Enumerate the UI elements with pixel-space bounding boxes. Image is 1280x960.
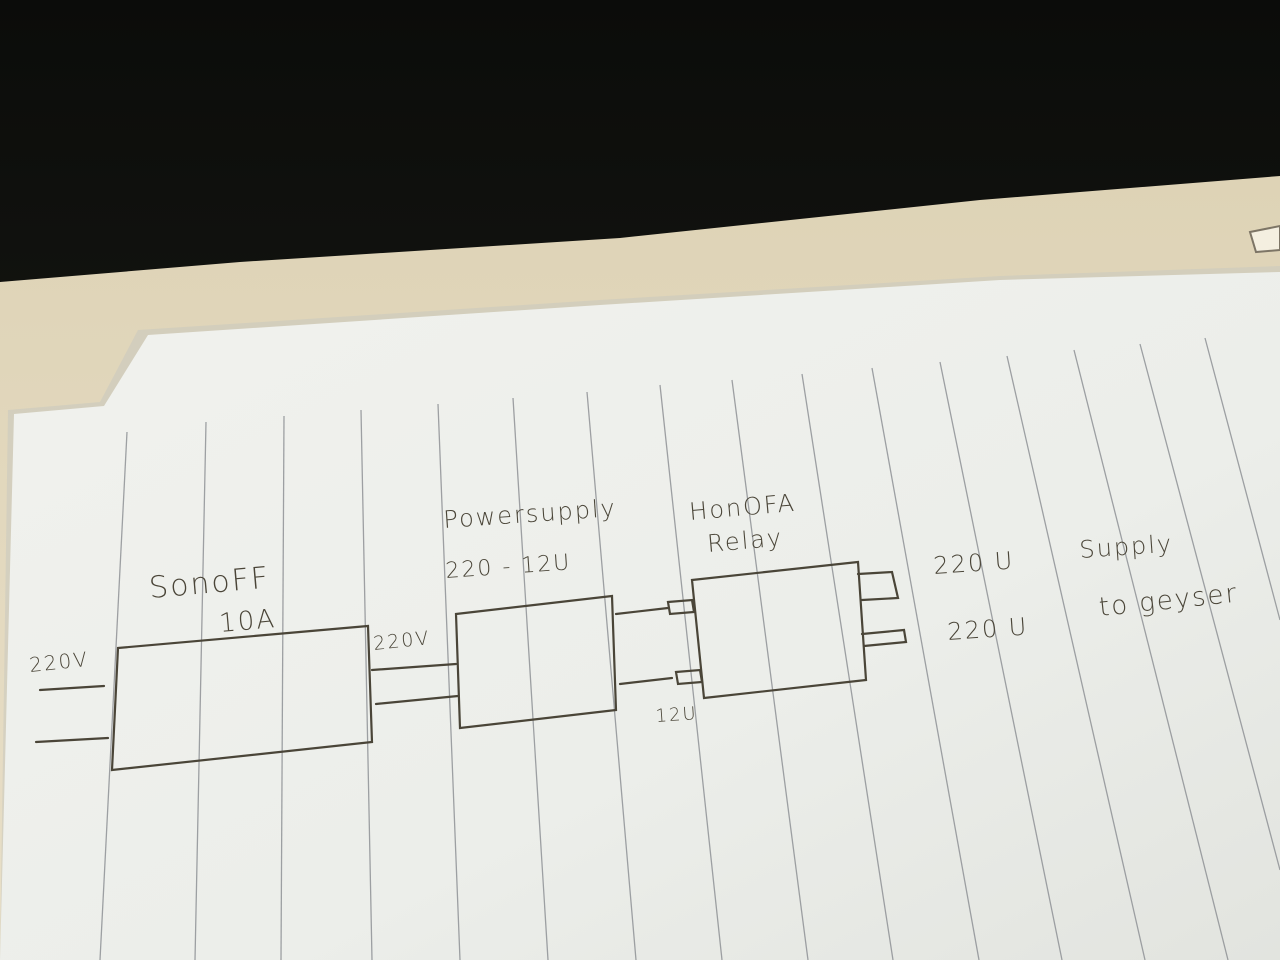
- rule-line: [1204, 337, 1280, 621]
- link-wire-top: [370, 662, 458, 672]
- rule-line: [1073, 349, 1229, 960]
- relay-terminal-top: [666, 598, 696, 616]
- rule-line: [659, 384, 723, 960]
- output2-voltage-label: 220 U: [946, 612, 1029, 646]
- rule-line: [939, 361, 1063, 960]
- sonoff-label-line2: 10A: [218, 604, 277, 639]
- dc-wire-top: [614, 606, 670, 616]
- relay-label-line2: Relay: [706, 523, 784, 558]
- output-terminal-bottom: [860, 628, 908, 648]
- output-terminal-top: [856, 570, 900, 602]
- rule-line: [586, 391, 637, 960]
- cardboard-edge: [1248, 224, 1280, 254]
- rule-line: [99, 431, 128, 960]
- rule-line: [280, 415, 285, 960]
- dc-wire-bottom: [618, 676, 674, 686]
- rule-line: [194, 421, 207, 960]
- wiring-sketch: [34, 560, 908, 772]
- rule-line: [731, 379, 809, 960]
- rule-line: [801, 373, 894, 960]
- input-wire-top: [38, 684, 106, 692]
- paper-sheet: [0, 272, 1280, 960]
- relay-input-label: 12U: [655, 703, 698, 727]
- relay-box: [690, 560, 868, 700]
- sonoff-box: [110, 624, 374, 772]
- output1-desc-label: Supply: [1078, 530, 1174, 564]
- rule-line: [1006, 355, 1146, 960]
- rule-line: [1139, 343, 1280, 871]
- input-wire-bottom: [34, 736, 110, 744]
- rule-line: [360, 409, 373, 960]
- link-wire-bottom: [374, 694, 460, 706]
- rule-line: [437, 403, 461, 960]
- ruled-lines: [99, 337, 1280, 960]
- psu-box: [454, 594, 618, 730]
- rule-line: [871, 367, 980, 960]
- output1-voltage-label: 220 U: [932, 546, 1015, 580]
- rule-line: [512, 397, 549, 960]
